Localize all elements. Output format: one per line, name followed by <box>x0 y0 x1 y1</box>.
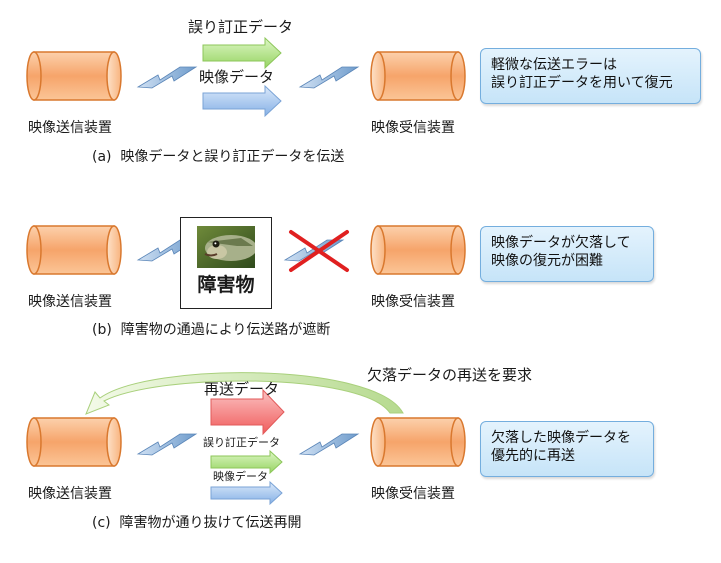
fish-photo-icon <box>197 226 255 268</box>
sender-label: 映像送信装置 <box>28 120 112 136</box>
sender-label: 映像送信装置 <box>28 294 112 310</box>
receiver-device-icon <box>370 225 466 275</box>
video-data-arrow <box>202 84 282 118</box>
lightning-wave-icon <box>298 433 360 456</box>
caption-a: (a) 映像データと誤り訂正データを伝送 <box>92 149 345 165</box>
sender-label: 映像送信装置 <box>28 486 112 502</box>
sender-device-icon <box>26 51 122 101</box>
ecc-arrow-label: 誤り訂正データ <box>203 436 280 449</box>
lightning-wave-icon <box>136 433 198 456</box>
video-arrow-label: 映像データ <box>213 470 268 483</box>
red-cross-icon <box>289 230 349 272</box>
ecc-arrow-label: 誤り訂正データ <box>188 18 294 36</box>
caption-c: (c) 障害物が通り抜けて伝送再開 <box>92 515 302 531</box>
receiver-label: 映像受信装置 <box>371 294 455 310</box>
note-line: 映像の復元が困難 <box>491 253 603 269</box>
note-box: 軽微な伝送エラーは 誤り訂正データを用いて復元 <box>480 48 701 104</box>
lightning-wave-icon <box>283 239 345 262</box>
panel-c <box>26 372 466 506</box>
resend-arrow-label: 再送データ <box>204 380 280 398</box>
receiver-label: 映像受信装置 <box>371 486 455 502</box>
sender-device-icon <box>26 225 122 275</box>
note-line: 軽微な伝送エラーは <box>491 57 617 73</box>
note-line: 映像データが欠落して <box>491 235 631 251</box>
ecc-data-arrow <box>210 449 283 475</box>
caption-b: (b) 障害物の通過により伝送路が遮断 <box>92 322 331 338</box>
receiver-device-icon <box>370 51 466 101</box>
note-box: 欠落した映像データを 優先的に再送 <box>480 421 654 477</box>
obstacle-label: 障害物 <box>197 274 255 296</box>
video-data-arrow <box>210 480 283 506</box>
panel-b <box>26 225 466 275</box>
note-line: 欠落した映像データを <box>491 430 631 446</box>
note-line: 誤り訂正データを用いて復元 <box>491 75 673 91</box>
note-line: 優先的に再送 <box>491 448 575 464</box>
receiver-device-icon <box>370 417 466 467</box>
ecc-data-arrow <box>202 36 282 70</box>
lightning-wave-icon <box>136 66 198 89</box>
panel-a <box>26 36 466 118</box>
receiver-label: 映像受信装置 <box>371 120 455 136</box>
obstacle-box: 障害物 <box>180 217 272 309</box>
note-box: 映像データが欠落して 映像の復元が困難 <box>480 226 654 282</box>
retransmit-request-label: 欠落データの再送を要求 <box>367 366 533 384</box>
resend-data-arrow <box>210 388 285 436</box>
lightning-wave-icon <box>298 66 360 89</box>
sender-device-icon <box>26 417 122 467</box>
video-arrow-label: 映像データ <box>199 68 275 86</box>
retransmit-request-arrow <box>85 372 404 415</box>
